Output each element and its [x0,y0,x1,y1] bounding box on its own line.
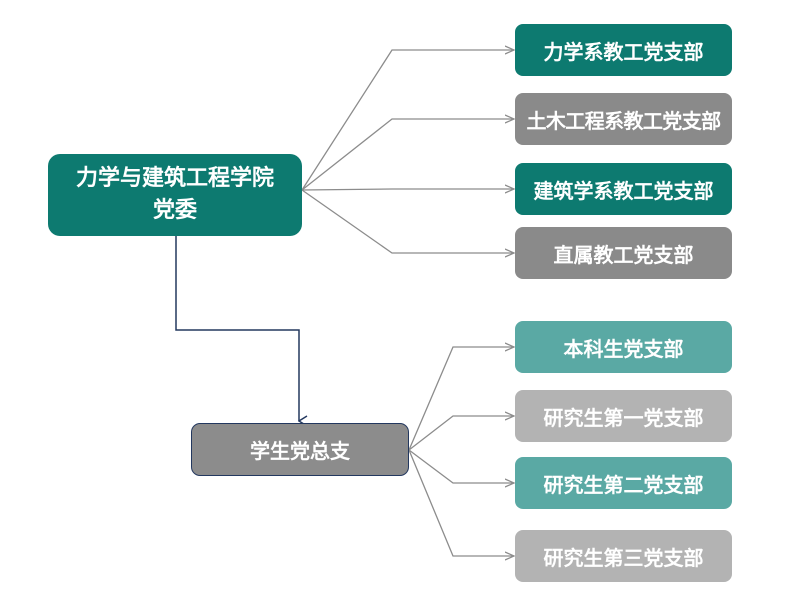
branch-graduate-first: 研究生第一党支部 [515,390,732,442]
branch-label: 本科生党支部 [563,336,684,361]
branch-label: 建筑学系教工党支部 [533,178,714,203]
branch-direct-faculty: 直属教工党支部 [515,227,732,279]
branch-graduate-second: 研究生第二党支部 [515,457,732,509]
connector-root-to-direct [301,189,514,253]
connector-root-to-architecture [301,189,514,190]
root-node-party-committee: 力学与建筑工程学院 党委 [48,154,302,236]
branch-architecture-faculty: 建筑学系教工党支部 [515,163,732,215]
connector-student-to-undergrad [408,347,514,451]
root-node-line2: 党委 [152,198,197,223]
branch-label: 土木工程系教工党支部 [526,108,722,133]
student-general-branch-label: 学生党总支 [250,439,350,463]
connector-root-to-mechanics [301,50,514,191]
connector-root-to-student-branch [175,236,299,421]
branch-label: 直属教工党支部 [553,242,694,267]
branch-civil-engineering-faculty: 土木工程系教工党支部 [515,93,732,145]
branch-label: 力学系教工党支部 [543,39,704,64]
branch-label: 研究生第三党支部 [543,545,704,570]
student-general-branch-node: 学生党总支 [191,423,409,476]
branch-label: 研究生第一党支部 [543,405,704,430]
connector-student-to-grad-2 [408,449,514,483]
branch-mechanics-faculty: 力学系教工党支部 [515,24,732,76]
connector-root-to-civil [301,119,514,191]
branch-graduate-third: 研究生第三党支部 [515,530,732,582]
connector-student-to-grad-3 [408,449,514,556]
branch-label: 研究生第二党支部 [543,472,704,497]
branch-undergraduate: 本科生党支部 [515,321,732,373]
connector-student-to-grad-1 [408,416,514,451]
root-node-line1: 力学与建筑工程学院 [75,166,274,191]
